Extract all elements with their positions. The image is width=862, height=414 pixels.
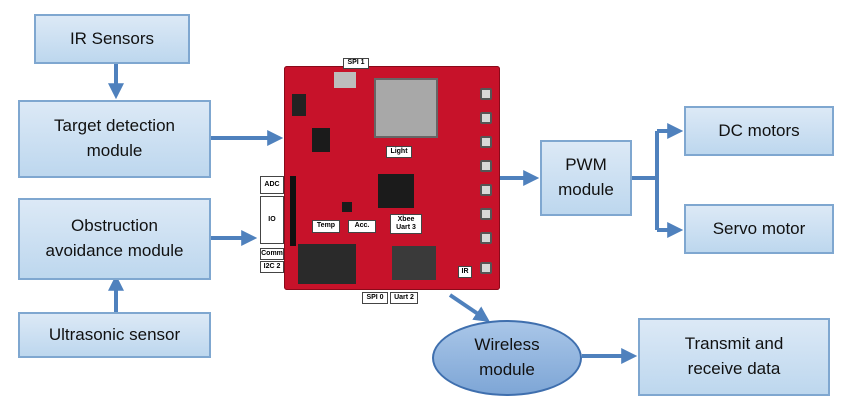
- board-label-light: Light: [386, 146, 412, 158]
- wireless-module-label: Wireless module: [474, 335, 540, 379]
- ultrasonic-sensor-label: Ultrasonic sensor: [48, 324, 181, 344]
- servo-motor-label: Servo motor: [712, 218, 806, 238]
- board-label-spi1: SPI 1: [343, 58, 369, 69]
- board-label-acc: Acc.: [348, 220, 376, 233]
- usb-port: [334, 72, 356, 88]
- board-label-comm-text: Comm: [261, 249, 283, 257]
- board-label-comm: Comm: [260, 248, 284, 260]
- dc-motors-label: DC motors: [718, 120, 800, 140]
- board-label-xbee-text: Xbee Uart 3: [396, 215, 416, 231]
- board-label-uart2: Uart 2: [390, 292, 418, 304]
- small-chip: [342, 202, 352, 212]
- board-label-ir-text: IR: [461, 267, 469, 275]
- board-label-adc-text: ADC: [264, 180, 280, 188]
- push-button: [480, 88, 492, 100]
- regulator-chip: [312, 128, 330, 152]
- seven-segment-display: [298, 244, 356, 284]
- push-button: [480, 232, 492, 244]
- board-label-acc-text: Acc.: [354, 222, 370, 230]
- dc-motors-box: DC motors: [684, 106, 834, 156]
- board-label-spi0-text: SPI 0: [366, 293, 384, 301]
- ir-sensors-label: IR Sensors: [69, 28, 155, 48]
- board-label-ir: IR: [458, 266, 472, 278]
- board-label-temp: Temp: [312, 220, 340, 233]
- power-jack: [292, 94, 306, 116]
- push-button: [480, 112, 492, 124]
- arrow-board-to-wireless: [448, 293, 490, 323]
- board-label-light-text: Light: [390, 147, 408, 155]
- microcontroller-chip: [378, 174, 414, 208]
- target-detection-label: Target detection module: [54, 116, 175, 160]
- transmit-receive-label: Transmit and receive data: [684, 334, 784, 378]
- transmit-receive-box: Transmit and receive data: [638, 318, 830, 396]
- board-label-io: IO: [260, 196, 284, 244]
- push-button: [480, 184, 492, 196]
- ultrasonic-sensor-box: Ultrasonic sensor: [18, 312, 211, 358]
- board-label-adc: ADC: [260, 176, 284, 194]
- pin-header: [290, 176, 296, 246]
- obstruction-avoidance-label: Obstruction avoidance module: [45, 216, 184, 260]
- pwm-module-box: PWM module: [540, 140, 632, 216]
- wireless-module-ellipse: Wireless module: [432, 320, 582, 396]
- push-button: [480, 262, 492, 274]
- board-label-i2c2: I2C 2: [260, 261, 284, 273]
- push-button: [480, 160, 492, 172]
- board-label-spi1-text: SPI 1: [347, 59, 365, 67]
- target-detection-box: Target detection module: [18, 100, 211, 178]
- microcontroller-board-image: Light Temp Acc. Xbee Uart 3 IR: [284, 66, 500, 290]
- sd-card-slot: [374, 78, 438, 138]
- xbee-socket: [392, 246, 436, 280]
- board-label-i2c2-text: I2C 2: [263, 262, 281, 270]
- push-button: [480, 208, 492, 220]
- board-label-spi0: SPI 0: [362, 292, 388, 304]
- pwm-module-label: PWM module: [558, 155, 614, 199]
- servo-motor-box: Servo motor: [684, 204, 834, 254]
- board-label-io-text: IO: [268, 215, 276, 223]
- push-button: [480, 136, 492, 148]
- board-label-xbee: Xbee Uart 3: [390, 214, 422, 234]
- obstruction-avoidance-box: Obstruction avoidance module: [18, 198, 211, 280]
- ir-sensors-box: IR Sensors: [34, 14, 190, 64]
- board-label-uart2-text: Uart 2: [394, 293, 414, 301]
- board-label-temp-text: Temp: [316, 222, 336, 230]
